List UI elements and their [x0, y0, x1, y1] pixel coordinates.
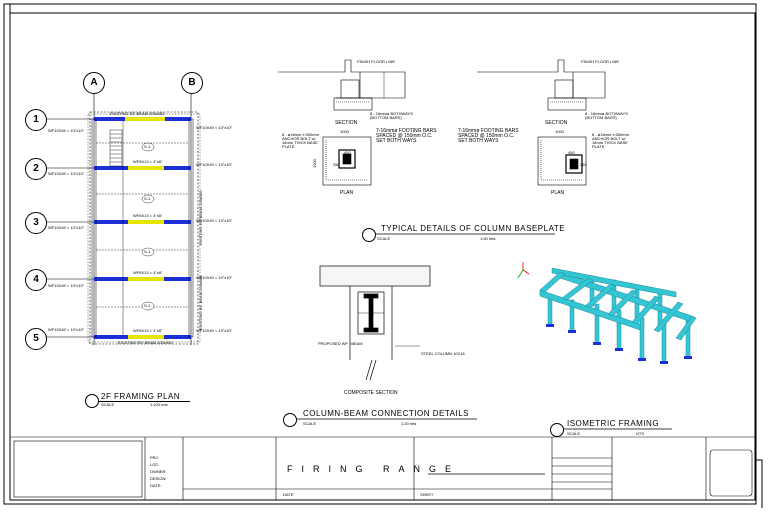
- wf-left-2: WF10X49 = 10"x10": [48, 171, 85, 176]
- info-line: LOC:: [150, 462, 160, 467]
- wf-right-5: WF10X49 = 10"x10": [196, 328, 233, 333]
- wf-right-4: WF10X49 = 10"x10": [196, 275, 233, 280]
- grid-bubble-4: 4: [25, 269, 47, 291]
- side-beam-label: EXISTING RC BEAM 200x300: [198, 190, 203, 245]
- baseplate-title: TYPICAL DETAILS OF COLUMN BASEPLATE: [381, 224, 566, 233]
- title-block-lines: [10, 436, 755, 500]
- bp-right-inner-b: 250: [580, 162, 587, 167]
- bp-left-section: SECTION: [335, 120, 358, 126]
- bp-left-footing-bars: 7-16mmø FOOTING BARS SPACED @ 150mm O.C.…: [376, 128, 437, 144]
- connection-detail: [319, 265, 431, 381]
- baseplate-right: [477, 59, 606, 186]
- side-beam-label-lower: EXISTING RC BEAM 200x300: [198, 275, 203, 330]
- inner-border: [9, 12, 756, 501]
- bp-right-dim-w: 1000: [555, 129, 564, 134]
- bp-right-anchor: 8 - ø16mm x 650mm ANCHOR BOLT w/ 16mm TH…: [592, 132, 629, 149]
- main-beams: [94, 117, 191, 339]
- bp-left-inner-b: 250: [333, 162, 340, 167]
- bp-left-rebar: 8 - 16mmø BOTHWAYS (BOTTOM BARS): [370, 111, 413, 120]
- isometric-scale: SCALE: [567, 431, 581, 436]
- baseplate-left: [278, 59, 406, 186]
- connection-title: COLUMN-BEAM CONNECTION DETAILS: [303, 409, 469, 418]
- bp-right-plan: PLAN: [551, 190, 565, 196]
- isometric-detail-marker: [550, 423, 564, 437]
- isometric-title: ISOMETRIC FRAMING: [567, 419, 660, 428]
- info-line: PRJ:: [150, 455, 159, 460]
- slab-tag-4: S-1: [144, 303, 151, 308]
- bp-left-finish-floor: FINISH FLOOR LINE: [357, 59, 396, 64]
- edge-beam-top-label: EXISTING RC BEAM 200x300: [110, 111, 165, 116]
- wf-right-1: WF10X49 = 10"x10": [196, 125, 233, 130]
- slab-tag-2: S-1: [144, 196, 151, 201]
- bp-right-finish-floor: FINISH FLOOR LINE: [581, 59, 620, 64]
- edge-beam-bottom-label: EXISTING RC BEAM 200x300: [118, 340, 173, 345]
- info-line: DATE:: [150, 483, 162, 488]
- framing-plan-scale: SCALE: [101, 402, 115, 407]
- baseplate-scale-ratio: 1:50 mts: [480, 236, 496, 241]
- connection-scale-ratio: 1:20 mts: [401, 421, 417, 426]
- wf-left-1: WF10X49 = 10"x10": [48, 128, 85, 133]
- stair: [109, 129, 123, 167]
- grid-bubble-1: 1: [25, 109, 47, 131]
- baseplate-scale: SCALE: [377, 236, 391, 241]
- wf-left-5: WF10X49 = 10"x10": [48, 327, 85, 332]
- bp-left-inner-a: 450: [344, 150, 351, 155]
- baseplate-detail-marker: [362, 228, 376, 242]
- connection-beam-label: PROPOSED WF I BEAM: [318, 341, 363, 346]
- bp-right-inner-a: 450: [568, 150, 575, 155]
- bp-left-anchor: 8 - ø16mm x 650mm ANCHOR BOLT w/ 16mm TH…: [282, 132, 319, 149]
- mid-beam-5: WF8X13 = 4"x8": [133, 328, 163, 333]
- bp-left-dim-h: 1000: [312, 159, 317, 168]
- info-line: OWNER:: [150, 469, 167, 474]
- slab-tag-1: S-1: [144, 144, 151, 149]
- wf-left-3: WF10X49 = 10"x10": [48, 225, 85, 230]
- bp-right-section: SECTION: [545, 120, 568, 126]
- wf-left-4: WF10X49 = 10"x10": [48, 283, 85, 288]
- wf-right-2: WF10X49 = 10"x10": [196, 162, 233, 167]
- outer-border: [3, 3, 757, 505]
- framing-plan-title: 2F FRAMING PLAN: [101, 392, 181, 401]
- slab-tag-3: S-1: [144, 249, 151, 254]
- bp-right-rebar: 8 - 16mmø BOTHWAYS (BOTTOM BARS): [585, 111, 628, 120]
- bp-left-plan: PLAN: [340, 190, 354, 196]
- isometric-framing: [517, 262, 697, 364]
- connection-scale: SCALE: [303, 421, 317, 426]
- connection-section-label: COMPOSITE SECTION: [344, 390, 398, 396]
- wf-right-3: WF10X49 = 10"x10": [196, 218, 233, 223]
- grid-bubble-b: B: [181, 72, 203, 94]
- project-title: FIRING RANGE: [287, 464, 461, 474]
- connection-detail-marker: [283, 413, 297, 427]
- framing-plan: [45, 90, 201, 345]
- bp-right-footing-bars: 7-16mmø FOOTING BARS SPACED @ 150mm O.C.…: [458, 128, 519, 144]
- grid-bubble-a: A: [83, 72, 105, 94]
- title-block-date-label: DATE: [283, 492, 294, 497]
- framing-plan-title-underline: [98, 401, 190, 402]
- title-block-sheet-label: SHEET: [420, 492, 434, 497]
- mid-beam-2: WF8X13 = 4"x8": [133, 159, 163, 164]
- connection-column-label: STEEL COLUMN 10X18: [421, 351, 465, 356]
- mid-beam-4: WF8X13 = 4"x8": [133, 270, 163, 275]
- grid-bubble-5: 5: [25, 328, 47, 350]
- grid-bubble-2: 2: [25, 158, 47, 180]
- framing-plan-scale-ratio: 1:100 mts: [150, 402, 168, 407]
- mid-beam-3: WF8X13 = 4"x8": [133, 213, 163, 218]
- bp-left-dim-w: 1000: [340, 129, 349, 134]
- isometric-scale-ratio: NTS: [636, 431, 644, 436]
- info-line: DESIGN:: [150, 476, 167, 481]
- title-block-info: PRJ: LOC: OWNER: DESIGN: DATE:: [150, 456, 166, 488]
- framing-plan-detail-marker: [85, 394, 99, 408]
- grid-bubble-3: 3: [25, 212, 47, 234]
